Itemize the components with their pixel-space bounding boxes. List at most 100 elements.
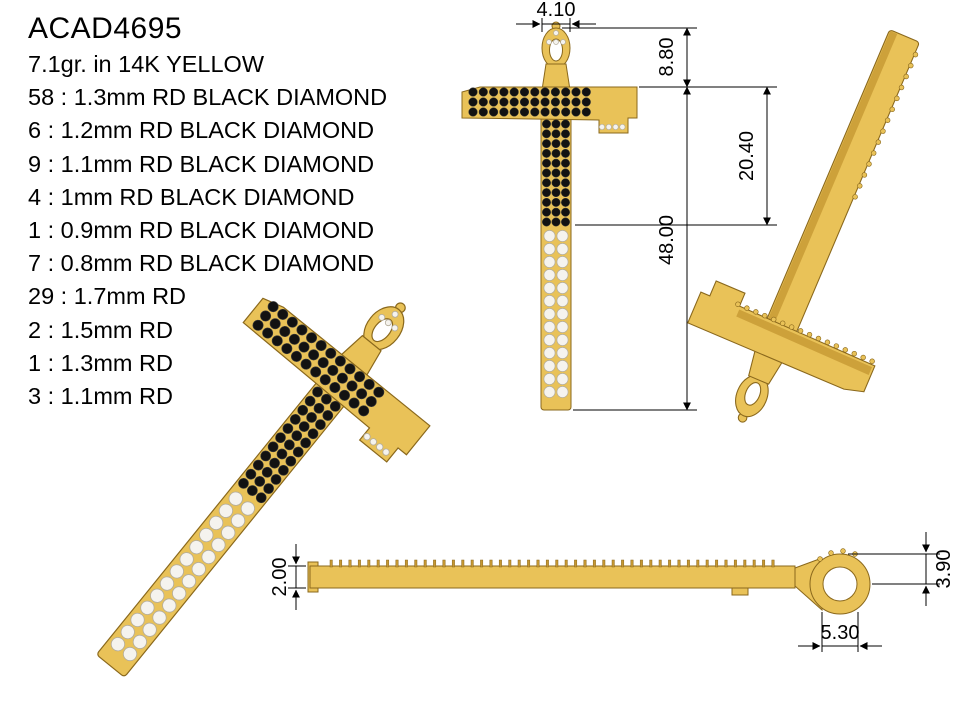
prong-tooth	[884, 117, 891, 123]
dim-bail-profile-width: 5.30	[821, 622, 860, 644]
white-diamond-stone	[391, 324, 399, 332]
black-diamond-stone	[561, 178, 570, 188]
black-diamond-stone	[308, 349, 320, 361]
prong	[442, 559, 446, 568]
black-diamond-stone	[468, 107, 478, 117]
prong-tooth	[797, 328, 804, 334]
prong	[564, 559, 568, 568]
bail-connector	[541, 63, 571, 91]
black-diamond-stone	[261, 466, 273, 478]
prong-tooth	[762, 312, 768, 319]
black-diamond-stone	[561, 168, 570, 178]
black-diamond-stone	[276, 448, 288, 460]
white-diamond-stone	[543, 347, 556, 359]
black-diamond-stone	[263, 483, 274, 494]
prong	[611, 559, 615, 568]
prong-tooth	[875, 139, 882, 145]
black-diamond-stone	[561, 188, 570, 198]
back-perspective-render	[687, 30, 920, 423]
white-diamond-stone	[150, 588, 165, 603]
stone-spec-line: 2 : 1.5mm RD	[28, 316, 173, 343]
black-diamond-stone	[489, 87, 499, 97]
black-diamond-stone	[499, 97, 509, 107]
prong	[696, 559, 700, 568]
black-diamond-stone	[571, 107, 581, 117]
black-diamond-stone	[304, 395, 316, 407]
prong	[329, 559, 333, 568]
black-diamond-stone	[540, 107, 550, 117]
black-diamond-stone	[262, 327, 274, 339]
black-diamond-stone	[468, 87, 478, 97]
black-diamond-stone	[300, 437, 311, 449]
white-diamond-stone	[142, 622, 157, 637]
black-diamond-stone	[551, 129, 561, 139]
white-diamond-stone	[556, 360, 569, 372]
black-diamond-stone	[363, 378, 375, 390]
spec-block: ACAD4695 7.1gr. in 14K YELLOW 58 : 1.3mm…	[28, 10, 387, 413]
black-diamond-stone	[561, 148, 570, 158]
white-diamond-stone	[553, 39, 559, 45]
black-diamond-stone	[255, 492, 267, 504]
prong	[348, 559, 352, 568]
black-diamond-stone	[286, 316, 298, 328]
black-diamond-stone	[542, 178, 551, 188]
black-diamond-stone	[315, 419, 326, 430]
white-diamond-stone	[605, 123, 612, 131]
prong-tooth	[753, 309, 759, 315]
bail-profile-hole	[822, 566, 858, 602]
prong	[677, 559, 681, 568]
prong	[724, 559, 728, 568]
black-diamond-stone	[289, 414, 301, 425]
stone-spec-line: 6 : 1.2mm RD BLACK DIAMOND	[28, 117, 375, 144]
stone-spec-line: 3 : 1.1mm RD	[28, 383, 173, 410]
black-diamond-stone	[334, 355, 346, 367]
white-diamond-stone	[152, 610, 167, 625]
black-diamond-stone	[561, 207, 570, 217]
prong	[715, 559, 719, 568]
prong-tooth	[842, 347, 849, 353]
white-diamond-stone	[556, 308, 569, 320]
black-diamond-stone	[542, 139, 551, 149]
prong	[339, 559, 343, 568]
prong	[461, 559, 465, 568]
black-diamond-stone	[321, 393, 332, 405]
black-diamond-stone	[269, 457, 280, 469]
black-diamond-stone	[282, 423, 294, 434]
white-diamond-stone	[363, 433, 371, 441]
white-diamond-stone	[199, 527, 214, 543]
black-diamond-stone	[297, 404, 309, 416]
dim-total-length: 48.00	[656, 215, 678, 265]
prong	[771, 559, 775, 568]
white-diamond-stone	[556, 386, 569, 398]
white-diamond-stone	[189, 540, 204, 555]
white-diamond-stone	[391, 310, 399, 318]
prong	[649, 559, 653, 568]
white-diamond-stone	[376, 443, 384, 451]
black-diamond-stone	[298, 421, 310, 432]
black-diamond-stone	[519, 97, 530, 107]
black-diamond-stone	[540, 87, 550, 97]
black-diamond-stone	[542, 197, 551, 207]
front-view-dimensions: 4.10 8.80 48.00 20.40	[516, 0, 777, 411]
prong	[762, 559, 766, 568]
black-diamond-stone	[551, 197, 561, 207]
prong	[451, 559, 455, 568]
prong	[705, 559, 709, 568]
prong-tooth	[866, 161, 872, 167]
prong-tooth	[824, 339, 831, 345]
white-diamond-stone	[556, 295, 569, 307]
black-diamond-stone	[542, 217, 551, 227]
black-diamond-stone	[315, 340, 327, 351]
prong-tooth	[828, 550, 834, 556]
black-diamond-stone	[260, 450, 272, 462]
white-diamond-stone	[543, 230, 556, 242]
black-diamond-stone	[551, 158, 561, 168]
prong-tooth	[833, 343, 840, 349]
black-diamond-stone	[499, 87, 509, 97]
black-diamond-stone	[561, 197, 570, 207]
prong	[752, 559, 756, 568]
bail-hole	[549, 38, 563, 62]
black-diamond-stone	[281, 343, 293, 355]
prong	[395, 559, 399, 568]
